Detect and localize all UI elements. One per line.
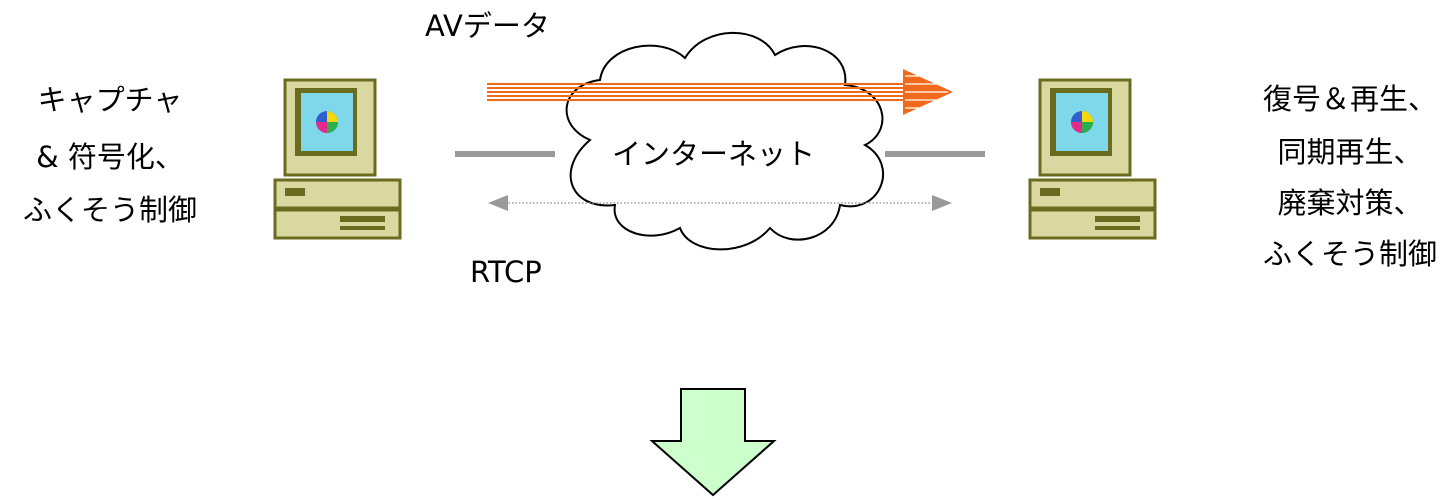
receiver-line-4: ふくそう制御	[1262, 237, 1437, 271]
sender-line-2: & 符号化、	[36, 140, 184, 174]
av-data-label: AVデータ	[425, 9, 550, 43]
sender-line-3: ふくそう制御	[22, 193, 197, 227]
receiver-line-3: 廃棄対策、	[1277, 186, 1423, 220]
receiver-line-1: 復号＆再生、	[1262, 82, 1437, 116]
receiver-line-2: 同期再生、	[1277, 135, 1423, 169]
av-data-arrow	[487, 69, 953, 115]
right-computer-icon	[1028, 78, 1157, 240]
sender-line-1: キャプチャ	[37, 83, 183, 117]
left-computer-icon	[273, 78, 402, 240]
rtcp-label: RTCP	[470, 255, 542, 289]
down-arrow-icon	[649, 388, 777, 497]
internet-label: インターネット	[612, 137, 816, 171]
rtcp-arrow	[488, 195, 952, 211]
